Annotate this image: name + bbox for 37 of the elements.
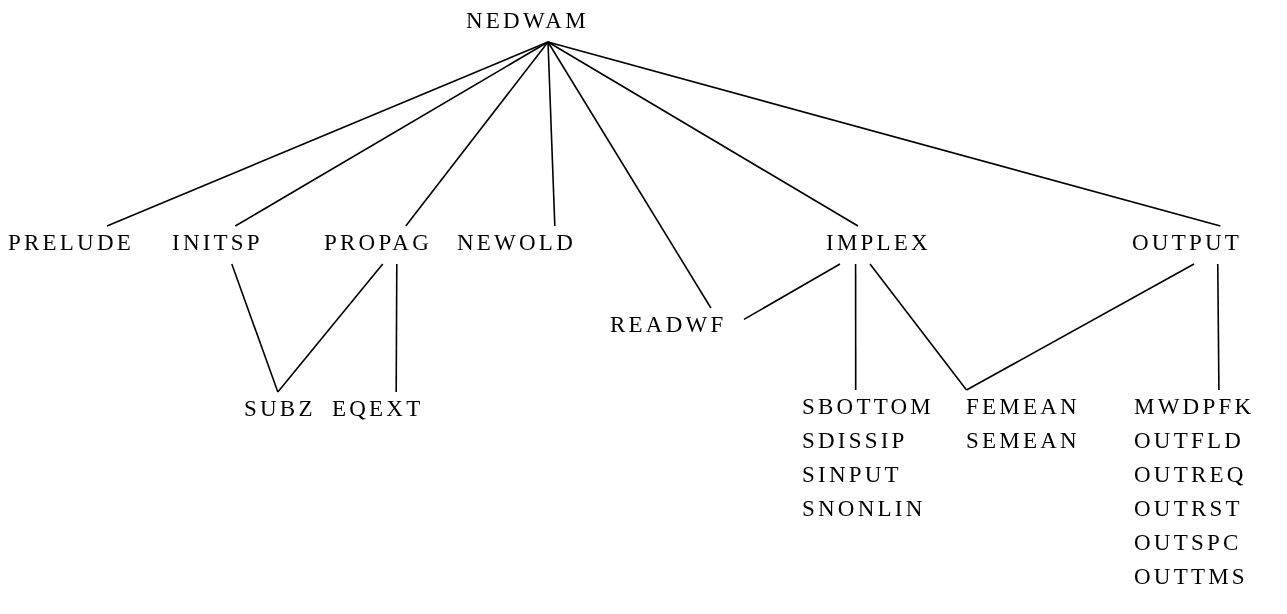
module-name: MWDPFK <box>1134 393 1255 421</box>
module-name: PRELUDE <box>8 229 135 257</box>
connector-line <box>547 41 859 227</box>
module-name: NEDWAM <box>466 7 589 35</box>
module-name: SBOTTOM <box>802 393 935 421</box>
connector-line <box>547 41 556 227</box>
connector-line <box>743 263 841 321</box>
module-name: SUBZ <box>244 395 316 423</box>
module-name: FEMEAN <box>966 393 1080 421</box>
connector-line <box>547 41 1222 227</box>
module-name: PROPAG <box>324 229 432 257</box>
connector-line <box>404 41 549 227</box>
module-name: OUTRST <box>1134 495 1243 523</box>
connector-line <box>231 263 279 393</box>
module-name: SEMEAN <box>966 427 1080 455</box>
module-name: OUTFLD <box>1134 427 1245 455</box>
connector-line <box>547 41 712 309</box>
module-name: OUTREQ <box>1134 461 1247 489</box>
module-name: EQEXT <box>332 395 424 423</box>
connector-line <box>854 263 857 391</box>
connector-line <box>395 263 398 393</box>
module-name: IMPLEX <box>826 229 931 257</box>
connector-line <box>1216 263 1220 391</box>
module-name: SINPUT <box>802 461 902 489</box>
module-name: OUTPUT <box>1132 229 1243 257</box>
connector-line <box>106 41 549 227</box>
module-name: SDISSIP <box>802 427 908 455</box>
module-name: OUTSPC <box>1134 529 1242 557</box>
module-name: READWF <box>610 311 727 339</box>
module-name: NEWOLD <box>457 229 576 257</box>
module-name: OUTTMS <box>1134 563 1248 591</box>
module-name: SNONLIN <box>802 495 926 523</box>
connector-line <box>965 263 1195 391</box>
connector-line <box>234 41 549 227</box>
module-name: INITSP <box>172 229 263 257</box>
connector-line <box>277 263 384 393</box>
connector-line <box>869 263 968 391</box>
